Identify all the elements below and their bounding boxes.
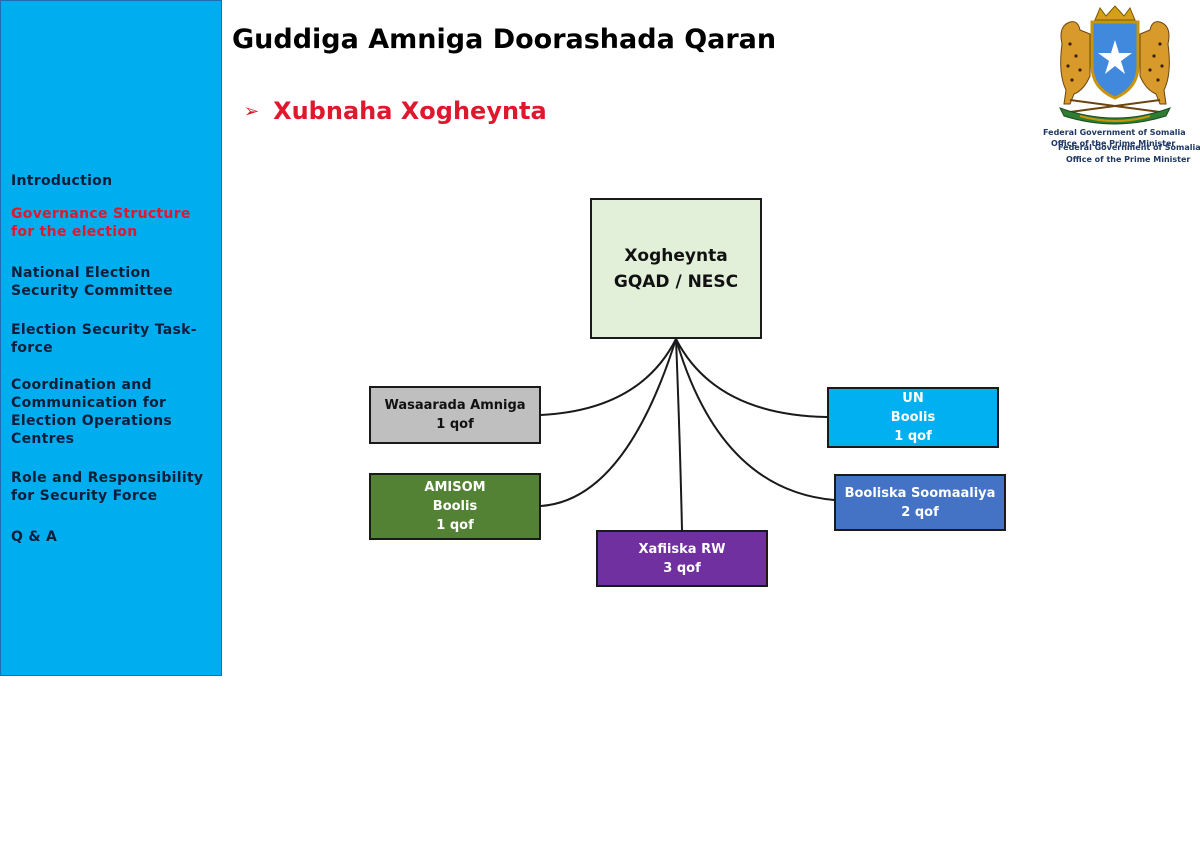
sidebar-item-label: National Election	[11, 265, 151, 281]
diagram-node-wasaarada-amniga: Wasaarada Amniga 1 qof	[369, 386, 541, 444]
diagram-node-un-boolis: UN Boolis 1 qof	[827, 387, 999, 448]
sidebar-item-label: Centres	[11, 431, 75, 447]
sidebar-nav: Introduction Governance Structure for th…	[0, 0, 222, 676]
diagram-node-xafiiska-rw: Xafiiska RW 3 qof	[596, 530, 768, 587]
sidebar-item-introduction[interactable]: Introduction	[11, 172, 211, 190]
subtitle-text: Xubnaha Xogheynta	[273, 97, 547, 125]
sidebar-item-election-security-taskforce[interactable]: Election Security Task- force	[11, 321, 211, 357]
sidebar-item-label: Role and Responsibility	[11, 470, 204, 486]
node-label: 1 qof	[894, 429, 932, 444]
section-subtitle: ➢ Xubnaha Xogheynta	[244, 97, 547, 125]
connector-amisom	[540, 338, 677, 507]
somalia-coat-of-arms-icon	[1058, 5, 1172, 125]
sidebar-item-coordination-communication[interactable]: Coordination and Communication for Elect…	[11, 376, 211, 448]
sidebar-item-label: force	[11, 340, 53, 356]
node-label: 1 qof	[436, 417, 474, 432]
sidebar-item-label: Election Security Task-	[11, 322, 197, 338]
page-title: Guddiga Amniga Doorashada Qaran	[232, 24, 777, 55]
sidebar-item-label: for the election	[11, 224, 138, 240]
sidebar-item-label: for Security Force	[11, 488, 158, 504]
sidebar-item-national-election-security-committee[interactable]: National Election Security Committee	[11, 264, 211, 300]
sidebar-item-role-responsibility[interactable]: Role and Responsibility for Security For…	[11, 469, 211, 505]
node-label: 2 qof	[901, 504, 939, 520]
node-label: GQAD / NESC	[613, 271, 739, 292]
node-label: Wasaarada Amniga	[384, 398, 526, 413]
node-label: 3 qof	[663, 560, 701, 576]
node-label: Booliska Soomaaliya	[844, 485, 996, 501]
node-label: Boolis	[432, 499, 478, 514]
diagram-node-booliska-soomaaliya: Booliska Soomaaliya 2 qof	[834, 474, 1006, 531]
sidebar-item-label: Introduction	[11, 173, 113, 189]
gov-text-line: Office of the Prime Minister	[1051, 139, 1176, 148]
node-label: 1 qof	[436, 518, 474, 533]
connector-wasaarada	[540, 338, 677, 416]
node-label: AMISOM	[424, 480, 486, 495]
node-label: UN	[902, 391, 924, 406]
sidebar-item-label: Q & A	[11, 529, 58, 545]
gov-text-line: Federal Government of Somalia	[1058, 143, 1200, 152]
sidebar-item-label: Communication for	[11, 395, 167, 411]
node-label: Xogheynta	[624, 245, 728, 266]
connector-xafiiska	[675, 338, 683, 531]
sidebar-item-governance-structure[interactable]: Governance Structure for the election	[11, 205, 211, 241]
gov-text-line: Federal Government of Somalia	[1043, 128, 1186, 137]
sidebar-item-label: Governance Structure	[11, 206, 191, 222]
connector-booliska	[675, 338, 835, 501]
gov-text-line: Office of the Prime Minister	[1066, 155, 1191, 164]
sidebar-item-label: Security Committee	[11, 283, 173, 299]
diagram-node-xogheynta-nesc: Xogheynta GQAD / NESC	[590, 198, 762, 339]
node-label: Xafiiska RW	[638, 541, 726, 557]
node-label: Boolis	[890, 410, 936, 425]
diagram-node-amisom-boolis: AMISOM Boolis 1 qof	[369, 473, 541, 540]
sidebar-item-q-and-a[interactable]: Q & A	[11, 528, 211, 546]
connector-un	[675, 338, 828, 418]
bullet-arrow-icon: ➢	[244, 101, 260, 122]
sidebar-item-label: Election Operations	[11, 413, 172, 429]
sidebar-item-label: Coordination and	[11, 377, 152, 393]
